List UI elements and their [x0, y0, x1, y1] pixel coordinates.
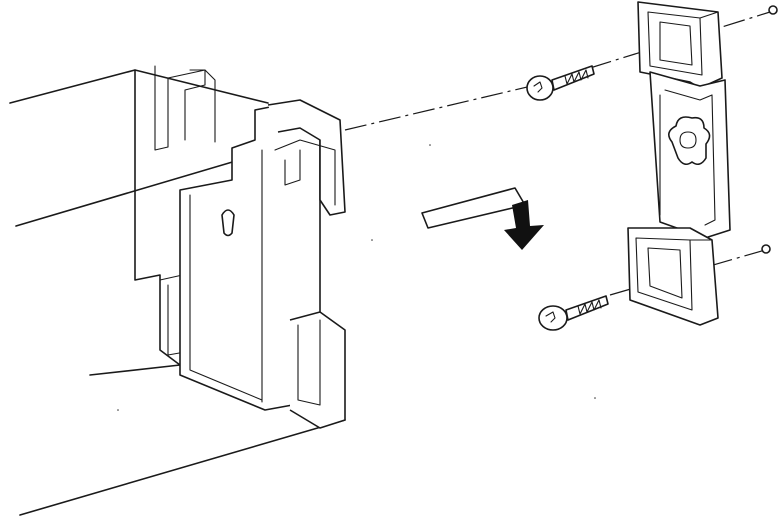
clip-plate-inner-edge	[189, 194, 263, 401]
screw-upper	[526, 65, 595, 101]
enclosure-rib-top-2	[184, 69, 206, 141]
arrow-indicator	[421, 187, 544, 250]
clip-bottom-hook-inner	[297, 319, 321, 406]
rail-top-block-edge	[699, 11, 719, 19]
enclosure-back-panel	[134, 69, 181, 366]
screw-upper-slot	[533, 81, 543, 93]
rail-clip-cutout-inner	[679, 131, 697, 149]
clip-top-hook-inner-2	[284, 149, 301, 186]
screw-upper-head	[526, 75, 554, 101]
alignment-line-upper	[344, 83, 541, 131]
enclosure-bottom-edge	[89, 364, 181, 376]
enclosure-front-bottom-edge	[19, 419, 346, 516]
clip-top-hook-inner	[274, 139, 336, 206]
clip-plate	[179, 99, 346, 429]
screw-lower-head	[538, 305, 568, 331]
clip-top-hook	[267, 99, 346, 216]
pin-lower-icon	[761, 244, 771, 254]
alignment-line-screw-upper	[589, 11, 771, 69]
rail-middle-ridge	[664, 89, 716, 226]
rail-bottom-block-inner	[647, 247, 683, 299]
arrow-down-icon	[504, 200, 544, 250]
screw-lower-shaft	[565, 295, 609, 321]
enclosure-box	[9, 65, 346, 516]
rail-clip-cutout-icon	[668, 116, 711, 166]
scan-specks	[117, 144, 596, 411]
clip-bottom-hook	[289, 311, 346, 429]
pin-upper-icon	[768, 5, 778, 15]
screw-lower-thread	[577, 299, 602, 315]
rail-bottom-block	[627, 227, 719, 326]
rail-top-block-inner	[659, 21, 693, 66]
screw-upper-thread	[564, 69, 589, 85]
mounting-rail	[627, 1, 731, 326]
enclosure-rib-top	[154, 65, 216, 151]
enclosure-top-edge	[9, 69, 269, 104]
arrow-tail	[421, 187, 526, 229]
rail-top-block-face	[647, 11, 703, 76]
keyhole-icon	[221, 209, 235, 237]
screw-lower-slot	[545, 311, 556, 323]
screw-lower	[538, 295, 609, 331]
rail-bottom-block-face	[635, 237, 693, 311]
